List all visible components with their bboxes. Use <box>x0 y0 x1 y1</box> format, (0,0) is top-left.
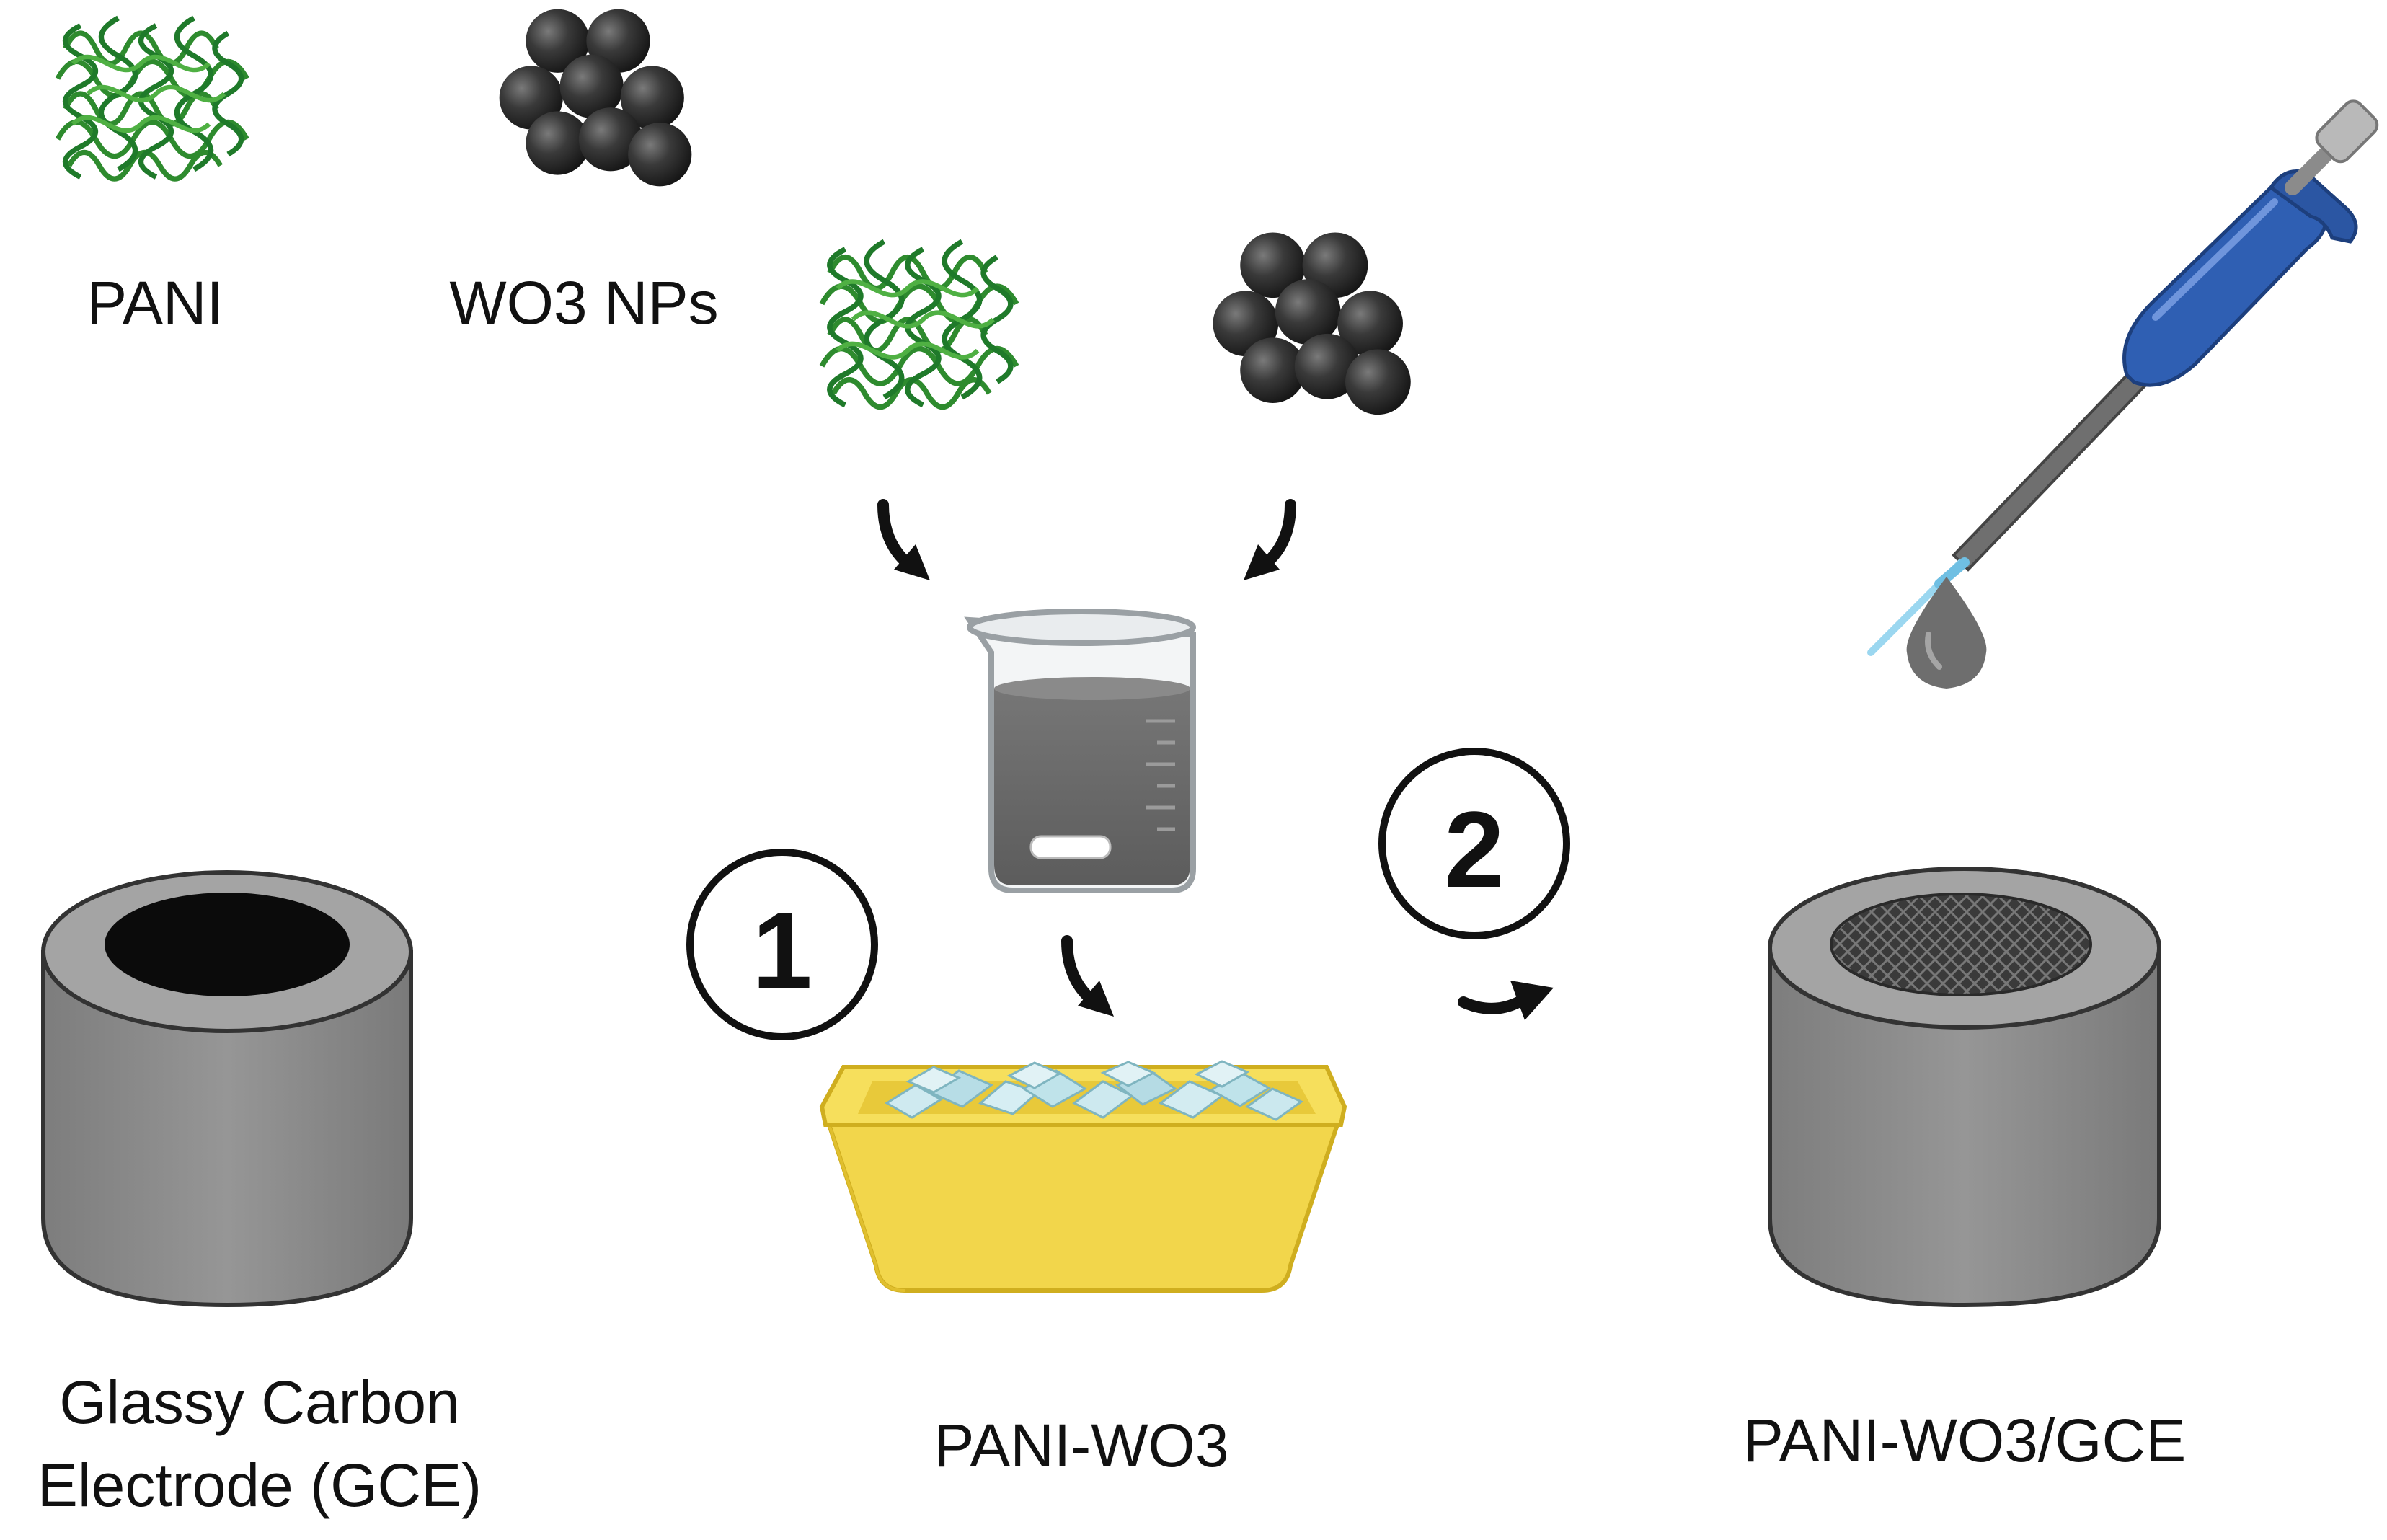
step-2-badge <box>1378 748 1570 939</box>
pani-wo3-gce-electrode-icon <box>1768 867 2161 1308</box>
arrow-beaker-to-tray <box>1061 935 1114 1017</box>
gce-label-line1: Glassy Carbon <box>59 1368 460 1436</box>
ice-tray-icon <box>819 1060 1347 1293</box>
step-1-badge <box>686 849 878 1040</box>
pani-wo3-label: PANI-WO3 <box>934 1412 1229 1479</box>
pani-label: PANI <box>87 269 223 337</box>
glassy-carbon-electrode-icon <box>41 870 413 1308</box>
wo3-nanoparticle-cluster-icon <box>499 9 692 187</box>
step-1-number: 1 <box>752 890 812 1011</box>
pani-wo3-gce-label: PANI-WO3/GCE <box>1742 1407 2187 1474</box>
arrow-pani-to-beaker <box>877 499 930 580</box>
pani-polymer-icon <box>58 18 247 179</box>
arrow-wo3-to-beaker <box>1244 499 1296 580</box>
arrow-to-modified-electrode <box>1458 981 1554 1020</box>
step-2-number: 2 <box>1444 789 1505 910</box>
wo3-nps-label: WO3 NPs <box>449 269 719 337</box>
pani-polymer-icon-mix <box>822 242 1017 407</box>
pipette-icon <box>1867 99 2379 656</box>
wo3-nanoparticle-cluster-icon-mix <box>1213 232 1411 415</box>
beaker-icon <box>964 609 1196 893</box>
droplet-icon <box>1906 577 1987 689</box>
stir-bar-icon <box>1029 835 1112 859</box>
gce-label-line2: Electrode (GCE) <box>37 1451 482 1519</box>
ice-cubes <box>885 1060 1303 1121</box>
